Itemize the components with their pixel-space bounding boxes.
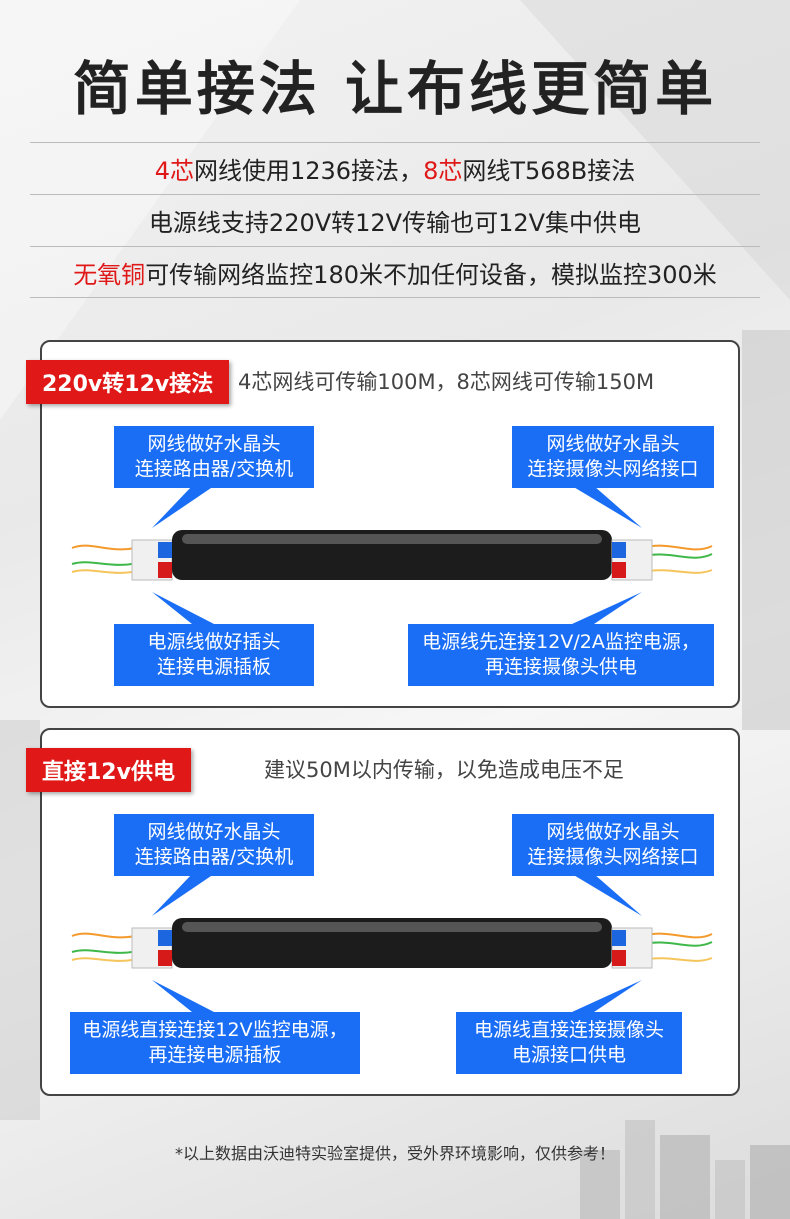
callout-router: 网线做好水晶头 连接路由器/交换机: [114, 814, 314, 876]
callout-camera-network: 网线做好水晶头 连接摄像头网络接口: [512, 814, 714, 876]
highlight-text: 4芯: [154, 157, 194, 185]
callout-line: 连接电源插板: [156, 656, 271, 678]
callout-router: 网线做好水晶头 连接路由器/交换机: [114, 426, 314, 488]
disclaimer: *以上数据由沃迪特实验室提供，受外界环境影响，仅供参考！: [174, 1144, 615, 1163]
callout-line: 电源线直接连接12V监控电源，: [82, 1019, 348, 1041]
callout-line: 再连接电源插板: [148, 1044, 282, 1066]
callout-line: 网线做好水晶头: [147, 821, 281, 843]
feature-row-2: 电源线支持220V转12V传输也可12V集中供电: [30, 194, 760, 246]
wiring-panel-220v: 220v转12v接法 4芯网线可传输100M，8芯网线可传输150M 网线做好水…: [26, 340, 740, 708]
callout-line: 网线做好水晶头: [147, 433, 281, 455]
callout-line: 电源接口供电: [511, 1044, 626, 1066]
feature-row-1: 4芯网线使用1236接法，8芯网线T568B接法: [30, 142, 760, 194]
feature-text: 可传输网络监控180米不加任何设备，模拟监控300米: [145, 260, 717, 289]
callout-line: 网线做好水晶头: [546, 433, 680, 455]
callout-line: 连接路由器/交换机: [134, 458, 294, 480]
callout-line: 再连接摄像头供电: [484, 656, 637, 678]
callout-camera-power: 电源线直接连接摄像头 电源接口供电: [456, 1012, 682, 1074]
callout-line: 连接摄像头网络接口: [527, 458, 699, 480]
pointer-arrows: [152, 874, 642, 1012]
feature-text: 电源线支持220V转12V传输也可12V集中供电: [148, 209, 642, 237]
method-tag: 直接12v供电: [26, 748, 191, 792]
cable-illustration: [71, 530, 713, 581]
method-tag: 220v转12v接法: [26, 360, 230, 404]
callout-power-supply: 电源线先连接12V/2A监控电源， 再连接摄像头供电: [408, 624, 714, 686]
highlight-text: 无氧铜: [73, 260, 146, 289]
feature-text: 网线使用1236接法，: [193, 157, 424, 185]
callout-line: 连接路由器/交换机: [134, 846, 294, 868]
callout-line: 电源线先连接12V/2A监控电源，: [422, 631, 700, 653]
callout-line: 电源线直接连接摄像头: [473, 1019, 664, 1041]
wiring-panel-12v: 直接12v供电 建议50M以内传输，以免造成电压不足 网线做好水晶头 连接路由器…: [26, 728, 740, 1096]
feature-row-3: 无氧铜可传输网络监控180米不加任何设备，模拟监控300米: [30, 246, 760, 298]
feature-list: 4芯网线使用1236接法，8芯网线T568B接法 电源线支持220V转12V传输…: [30, 142, 760, 298]
highlight-text: 8芯: [423, 157, 463, 185]
headline: 简单接法 让布线更简单: [72, 55, 718, 123]
callout-power-plug: 电源线做好插头 连接电源插板: [114, 624, 314, 686]
method-note: 4芯网线可传输100M，8芯网线可传输150M: [238, 370, 655, 394]
callout-line: 连接摄像头网络接口: [527, 846, 699, 868]
callout-line: 网线做好水晶头: [546, 821, 680, 843]
cable-illustration: [71, 918, 713, 969]
callout-line: 电源线做好插头: [147, 631, 281, 653]
callout-power-direct: 电源线直接连接12V监控电源， 再连接电源插板: [70, 1012, 360, 1074]
callout-camera-network: 网线做好水晶头 连接摄像头网络接口: [512, 426, 714, 488]
pointer-arrows: [152, 486, 642, 624]
feature-text: 网线T568B接法: [462, 157, 636, 185]
method-note: 建议50M以内传输，以免造成电压不足: [264, 758, 624, 782]
